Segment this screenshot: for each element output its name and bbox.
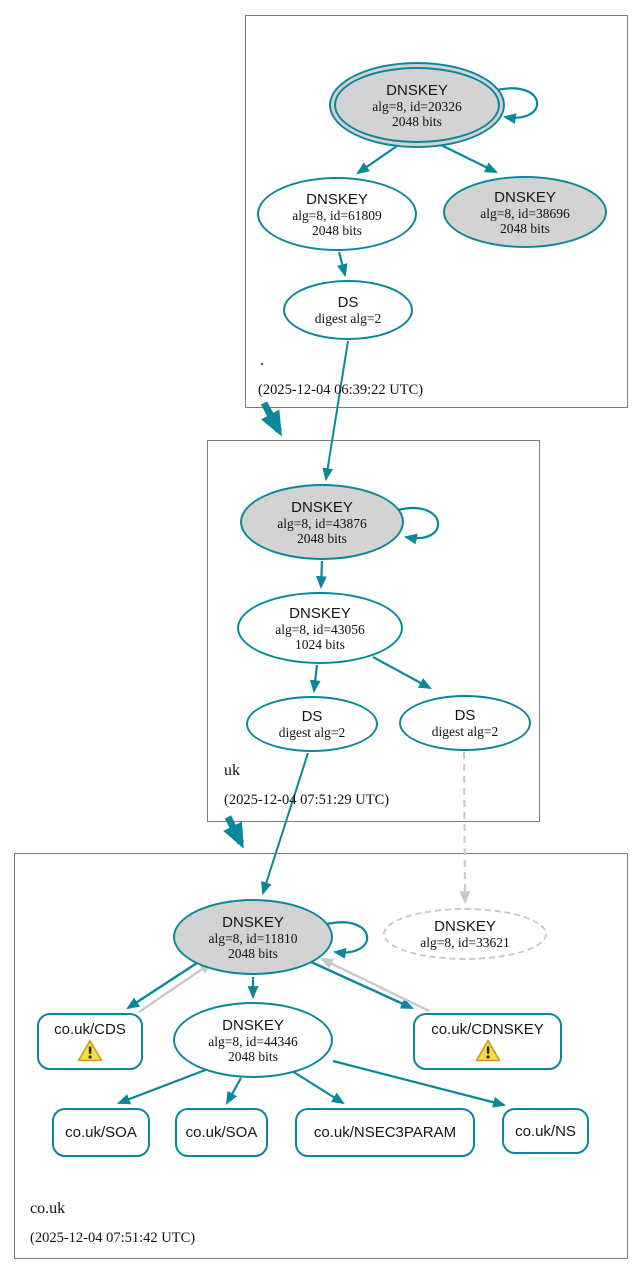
zone-timestamp-uk: (2025-12-04 07:51:29 UTC)	[224, 792, 390, 808]
couk-ghost-dnskey-node: DNSKEY alg=8, id=33621	[383, 908, 547, 960]
node-detail: alg=8, id=43056	[275, 621, 365, 637]
edge-uk-ds2-to-ghost-dnskey	[459, 751, 471, 905]
node-title: DNSKEY	[386, 81, 448, 99]
node-detail: alg=8, id=44346	[208, 1033, 298, 1049]
node-title: DNSKEY	[291, 498, 353, 516]
zone-label-root: .	[260, 352, 264, 369]
node-detail: 2048 bits	[297, 530, 347, 546]
node-title: DS	[301, 708, 323, 725]
edge-couk-zsk-to-nsec3param	[291, 1070, 345, 1105]
edge-root-ds-to-uk-ksk	[322, 340, 349, 482]
warning-icon	[475, 1039, 500, 1062]
edge-root-ksk-to-zsk	[356, 145, 398, 175]
couk-cdnskey-node: co.uk/CDNSKEY	[413, 1013, 562, 1070]
edge-uk-zsk-to-ds2	[372, 656, 432, 690]
couk-ksk-dnskey-node: DNSKEY alg=8, id=11810 2048 bits	[173, 899, 333, 975]
node-title: DNSKEY	[289, 604, 351, 622]
edge-couk-ksk-to-cdnskey	[310, 960, 414, 1010]
node-detail: alg=8, id=33621	[420, 935, 510, 950]
rrset-label: co.uk/CDNSKEY	[431, 1021, 544, 1038]
uk-ksk-dnskey-node: DNSKEY alg=8, id=43876 2048 bits	[240, 484, 404, 560]
node-detail: 2048 bits	[312, 222, 362, 238]
couk-cds-node: co.uk/CDS	[37, 1013, 143, 1070]
couk-ns-node: co.uk/NS	[502, 1108, 589, 1154]
zone-label-uk: uk	[224, 762, 240, 779]
uk-ds2-node: DS digest alg=2	[399, 695, 531, 751]
node-title: DNSKEY	[306, 190, 368, 208]
edge-couk-ksk-to-cds	[126, 961, 198, 1010]
node-title: DNSKEY	[494, 188, 556, 206]
zone-timestamp-couk: (2025-12-04 07:51:42 UTC)	[30, 1230, 196, 1246]
edge-couk-ksk-selfloop	[326, 921, 369, 959]
node-detail: digest alg=2	[431, 724, 499, 739]
edge-uk-ds1-to-couk-ksk	[261, 752, 309, 896]
root-ds-node: DS digest alg=2	[283, 280, 413, 340]
rrset-label: co.uk/CDS	[54, 1021, 126, 1038]
edge-couk-zsk-to-ns	[332, 1059, 507, 1108]
node-detail: alg=8, id=61809	[292, 207, 382, 223]
node-detail: alg=8, id=43876	[277, 515, 367, 531]
node-title: DS	[454, 707, 476, 724]
node-detail: 2048 bits	[392, 113, 442, 129]
edge-couk-cds-to-ksk	[138, 961, 213, 1013]
node-detail: alg=8, id=20326	[372, 98, 462, 114]
couk-nsec3param-node: co.uk/NSEC3PARAM	[295, 1108, 475, 1157]
node-detail: 2048 bits	[500, 220, 550, 236]
edge-couk-cdnskey-to-ksk	[320, 957, 430, 1013]
node-detail: 2048 bits	[228, 1048, 278, 1064]
root-zsk-dnskey-node: DNSKEY alg=8, id=61809 2048 bits	[257, 177, 417, 251]
node-title: DNSKEY	[222, 1016, 284, 1034]
couk-zsk-dnskey-node: DNSKEY alg=8, id=44346 2048 bits	[173, 1002, 333, 1078]
node-title: DS	[337, 294, 359, 311]
couk-soa2-node: co.uk/SOA	[175, 1108, 268, 1157]
rrset-label: co.uk/SOA	[65, 1124, 137, 1141]
edge-couk-zsk-to-soa2	[225, 1077, 242, 1105]
uk-ds1-node: DS digest alg=2	[246, 696, 378, 752]
root-ksk-dnskey-node: DNSKEY alg=8, id=20326 2048 bits	[329, 62, 505, 148]
node-detail: alg=8, id=38696	[480, 205, 570, 221]
edge-delegation-uk-to-couk	[223, 815, 245, 849]
edge-root-zsk-to-ds	[337, 251, 348, 278]
node-detail: digest alg=2	[314, 311, 382, 326]
root-dnskey-38696-node: DNSKEY alg=8, id=38696 2048 bits	[443, 176, 607, 248]
warning-icon	[77, 1039, 103, 1062]
zone-timestamp-root: (2025-12-04 06:39:22 UTC)	[258, 382, 424, 398]
rrset-label: co.uk/NS	[515, 1122, 576, 1140]
edge-uk-ksk-selfloop	[397, 507, 440, 545]
node-title: DNSKEY	[434, 918, 496, 935]
edge-delegation-root-to-uk	[260, 401, 283, 437]
couk-soa1-node: co.uk/SOA	[52, 1108, 150, 1157]
edge-couk-zsk-to-soa1	[116, 1067, 209, 1105]
zone-label-couk: co.uk	[30, 1200, 66, 1217]
edge-root-ksk-to-key38696	[440, 144, 498, 173]
edge-uk-ksk-to-zsk	[316, 560, 327, 590]
node-detail: digest alg=2	[278, 725, 346, 740]
rrset-label: co.uk/NSEC3PARAM	[313, 1124, 457, 1141]
node-title: DNSKEY	[222, 913, 284, 931]
uk-zsk-dnskey-node: DNSKEY alg=8, id=43056 1024 bits	[237, 592, 403, 664]
rrset-label: co.uk/SOA	[185, 1124, 258, 1141]
node-detail: alg=8, id=11810	[208, 930, 298, 946]
node-detail: 1024 bits	[295, 636, 345, 652]
edge-uk-zsk-to-ds1	[309, 664, 321, 694]
node-detail: 2048 bits	[228, 945, 278, 961]
edge-root-ksk-selfloop	[496, 87, 539, 124]
